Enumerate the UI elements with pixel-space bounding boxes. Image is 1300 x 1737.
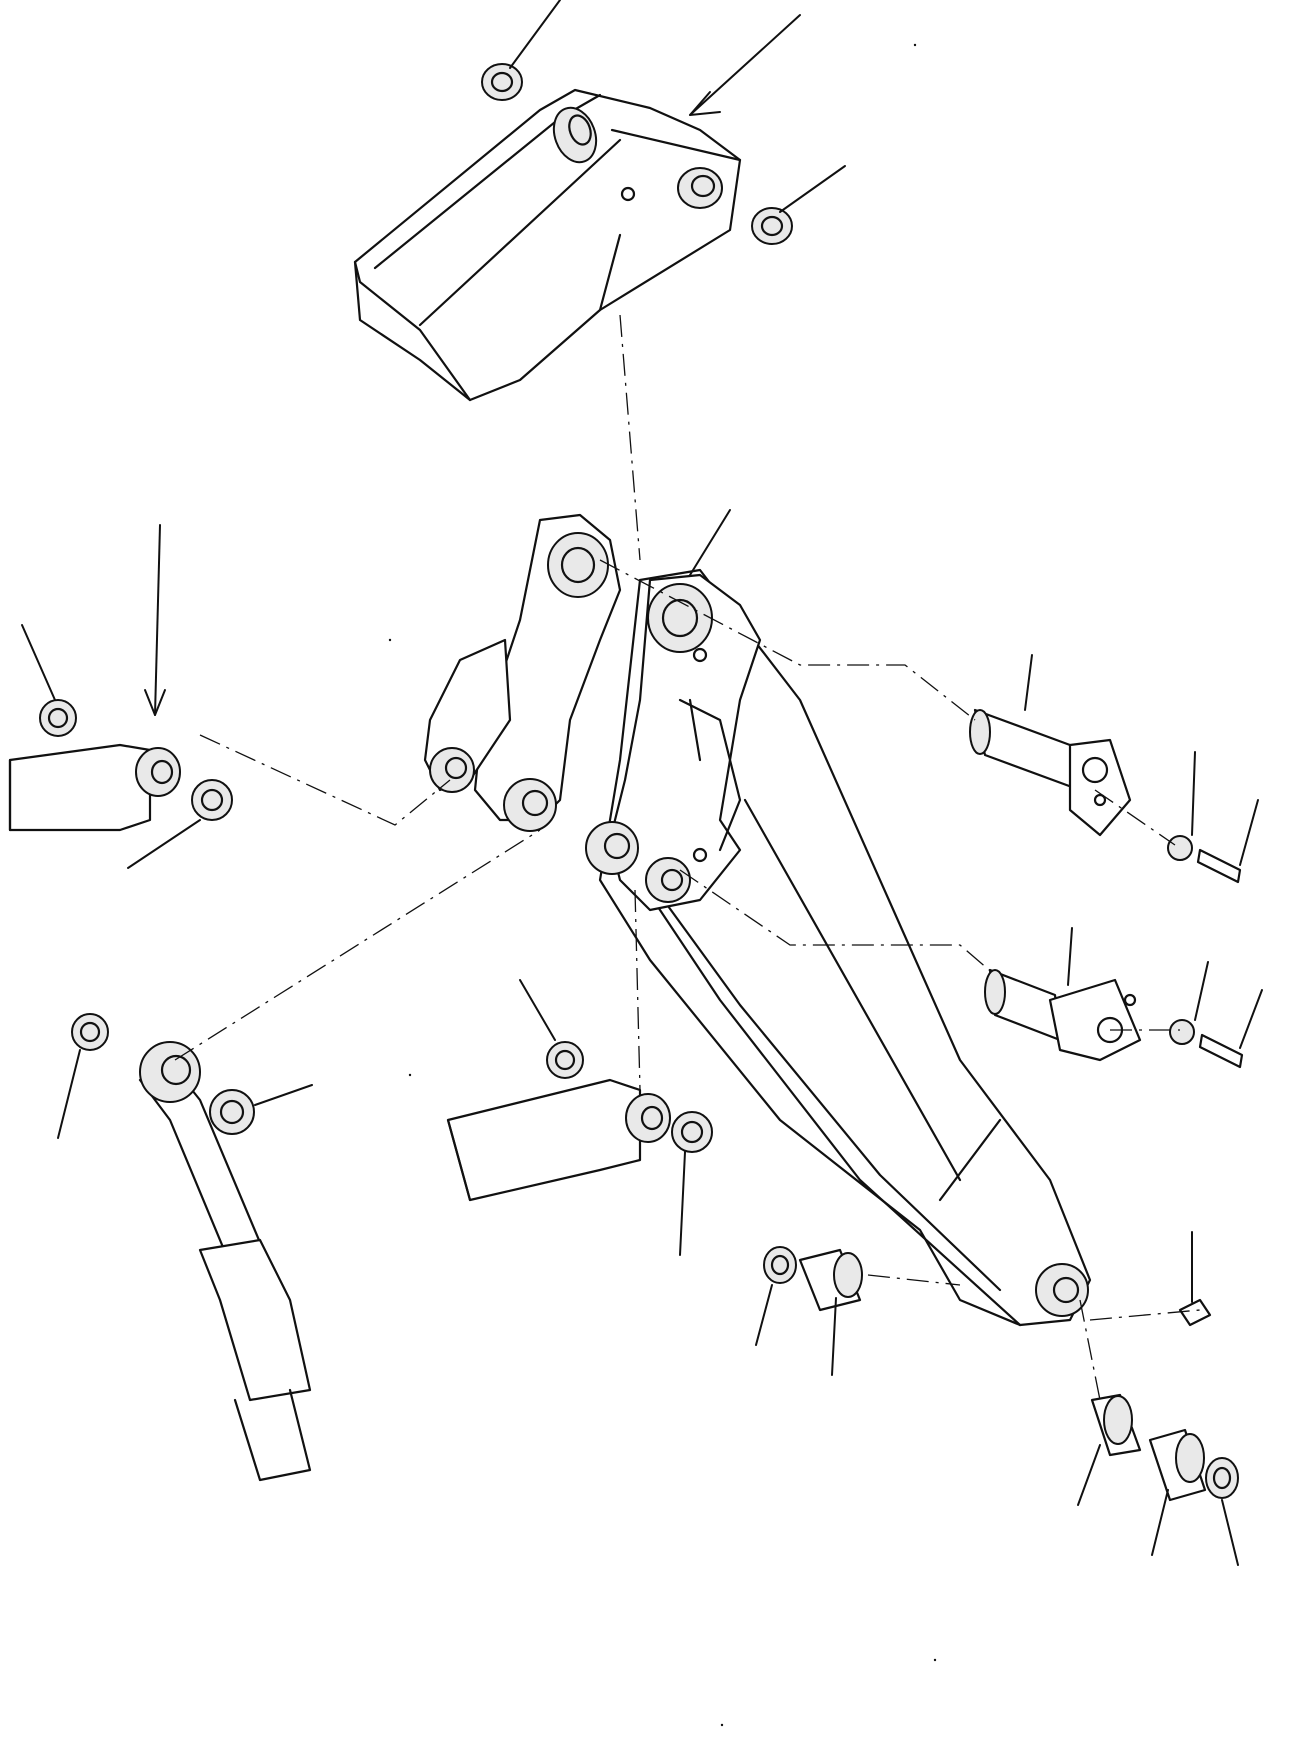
seal-bottom-left (763, 1246, 797, 1284)
bolt-lower (1169, 1019, 1244, 1069)
assembly-lines (174, 314, 1201, 1401)
grease-nipple (1178, 1298, 1212, 1327)
boom-end-part (353, 88, 742, 402)
hydraulic-cylinder-upper-left (8, 743, 181, 832)
arm-boss-lower-right (585, 821, 639, 875)
bushing-bottom-right-b (1148, 1428, 1207, 1502)
washer-lower-left-b (209, 1089, 255, 1135)
grease-fitting-hole (620, 186, 636, 202)
bushing-bottom-left (798, 1248, 863, 1312)
bushing-bottom-right-a (1090, 1393, 1142, 1457)
bushing-top-right (677, 167, 723, 209)
washer-upper-left-a (39, 699, 77, 737)
hydraulic-cylinder-center (446, 1078, 671, 1202)
pin-lower (984, 968, 1142, 1062)
arm-boss-top-front (647, 583, 713, 653)
pin-upper (969, 708, 1132, 837)
arm-boss-top-rear (547, 532, 609, 598)
washer-top-left (481, 63, 523, 101)
arm-boss-lower-mid (503, 778, 557, 832)
arm-boss-lower-left (429, 747, 475, 793)
bolt-upper (1167, 835, 1242, 884)
washer-lower-left-a (71, 1013, 109, 1051)
callout-leaders (21, 0, 1263, 1566)
arm-tip-boss (1035, 1263, 1089, 1317)
washer-upper-left-b (191, 779, 233, 821)
washer-center-a (546, 1041, 584, 1079)
specks (388, 43, 937, 1727)
washer-top-right (751, 207, 793, 245)
seal-bottom-right (1205, 1457, 1239, 1499)
hydraulic-cylinder-lower-left (138, 1041, 312, 1482)
washer-center-b (671, 1111, 713, 1153)
arm-boss-lower-front (645, 857, 691, 903)
arm-main-body (423, 513, 1092, 1327)
